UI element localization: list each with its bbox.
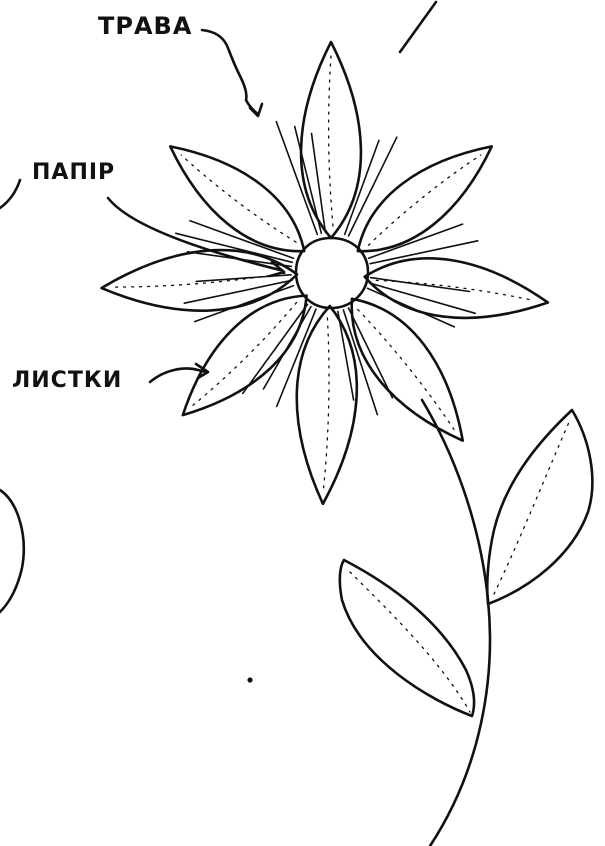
grass-strand [349, 308, 393, 398]
arrow-paper [108, 198, 284, 276]
stem-leaf-left [340, 560, 474, 716]
grass-strand [196, 275, 291, 282]
flower-center [296, 238, 368, 308]
label-leaves: ЛИСТКИ [12, 368, 122, 393]
grass-strand [343, 310, 377, 415]
grass-strand [276, 122, 317, 235]
petal [301, 42, 361, 238]
petal [154, 126, 320, 271]
grass-strand [371, 278, 470, 292]
edge-stroke-top [400, 2, 436, 52]
ink-dot [247, 677, 252, 682]
edge-arc-left [0, 490, 24, 612]
label-grass: ТРАВА [98, 12, 192, 40]
edge-stroke-left [0, 180, 20, 208]
grass-strand [370, 283, 476, 313]
petals [99, 42, 551, 505]
arrow-grass [202, 30, 262, 116]
grass-strand [312, 133, 326, 232]
petal [293, 305, 360, 505]
grass-strand [349, 137, 397, 236]
grass-strand [338, 311, 354, 400]
label-paper: ПАПІР [32, 160, 115, 185]
stem-leaf-right [487, 410, 592, 604]
grass-strand [369, 224, 463, 258]
